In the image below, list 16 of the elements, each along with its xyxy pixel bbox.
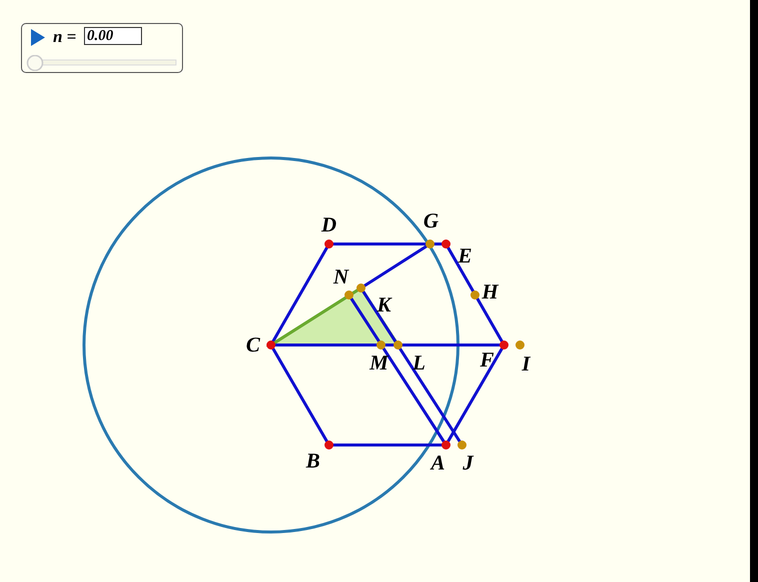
point-label: N [333,266,349,288]
point-label: D [321,214,337,236]
point-label: E [458,246,472,266]
variable-label: n = [53,27,76,47]
point-label: F [480,350,494,370]
point-label: C [246,334,260,356]
point-label: A [431,452,445,474]
point-label: G [423,210,439,232]
point-label: I [522,354,530,374]
value-field: 0.00 [84,27,142,45]
point-label: M [370,352,388,374]
point-label: L [412,352,426,374]
point-label: K [377,294,391,316]
point-label: J [462,452,474,474]
point-label: B [306,450,320,472]
point-label: H [482,282,498,302]
